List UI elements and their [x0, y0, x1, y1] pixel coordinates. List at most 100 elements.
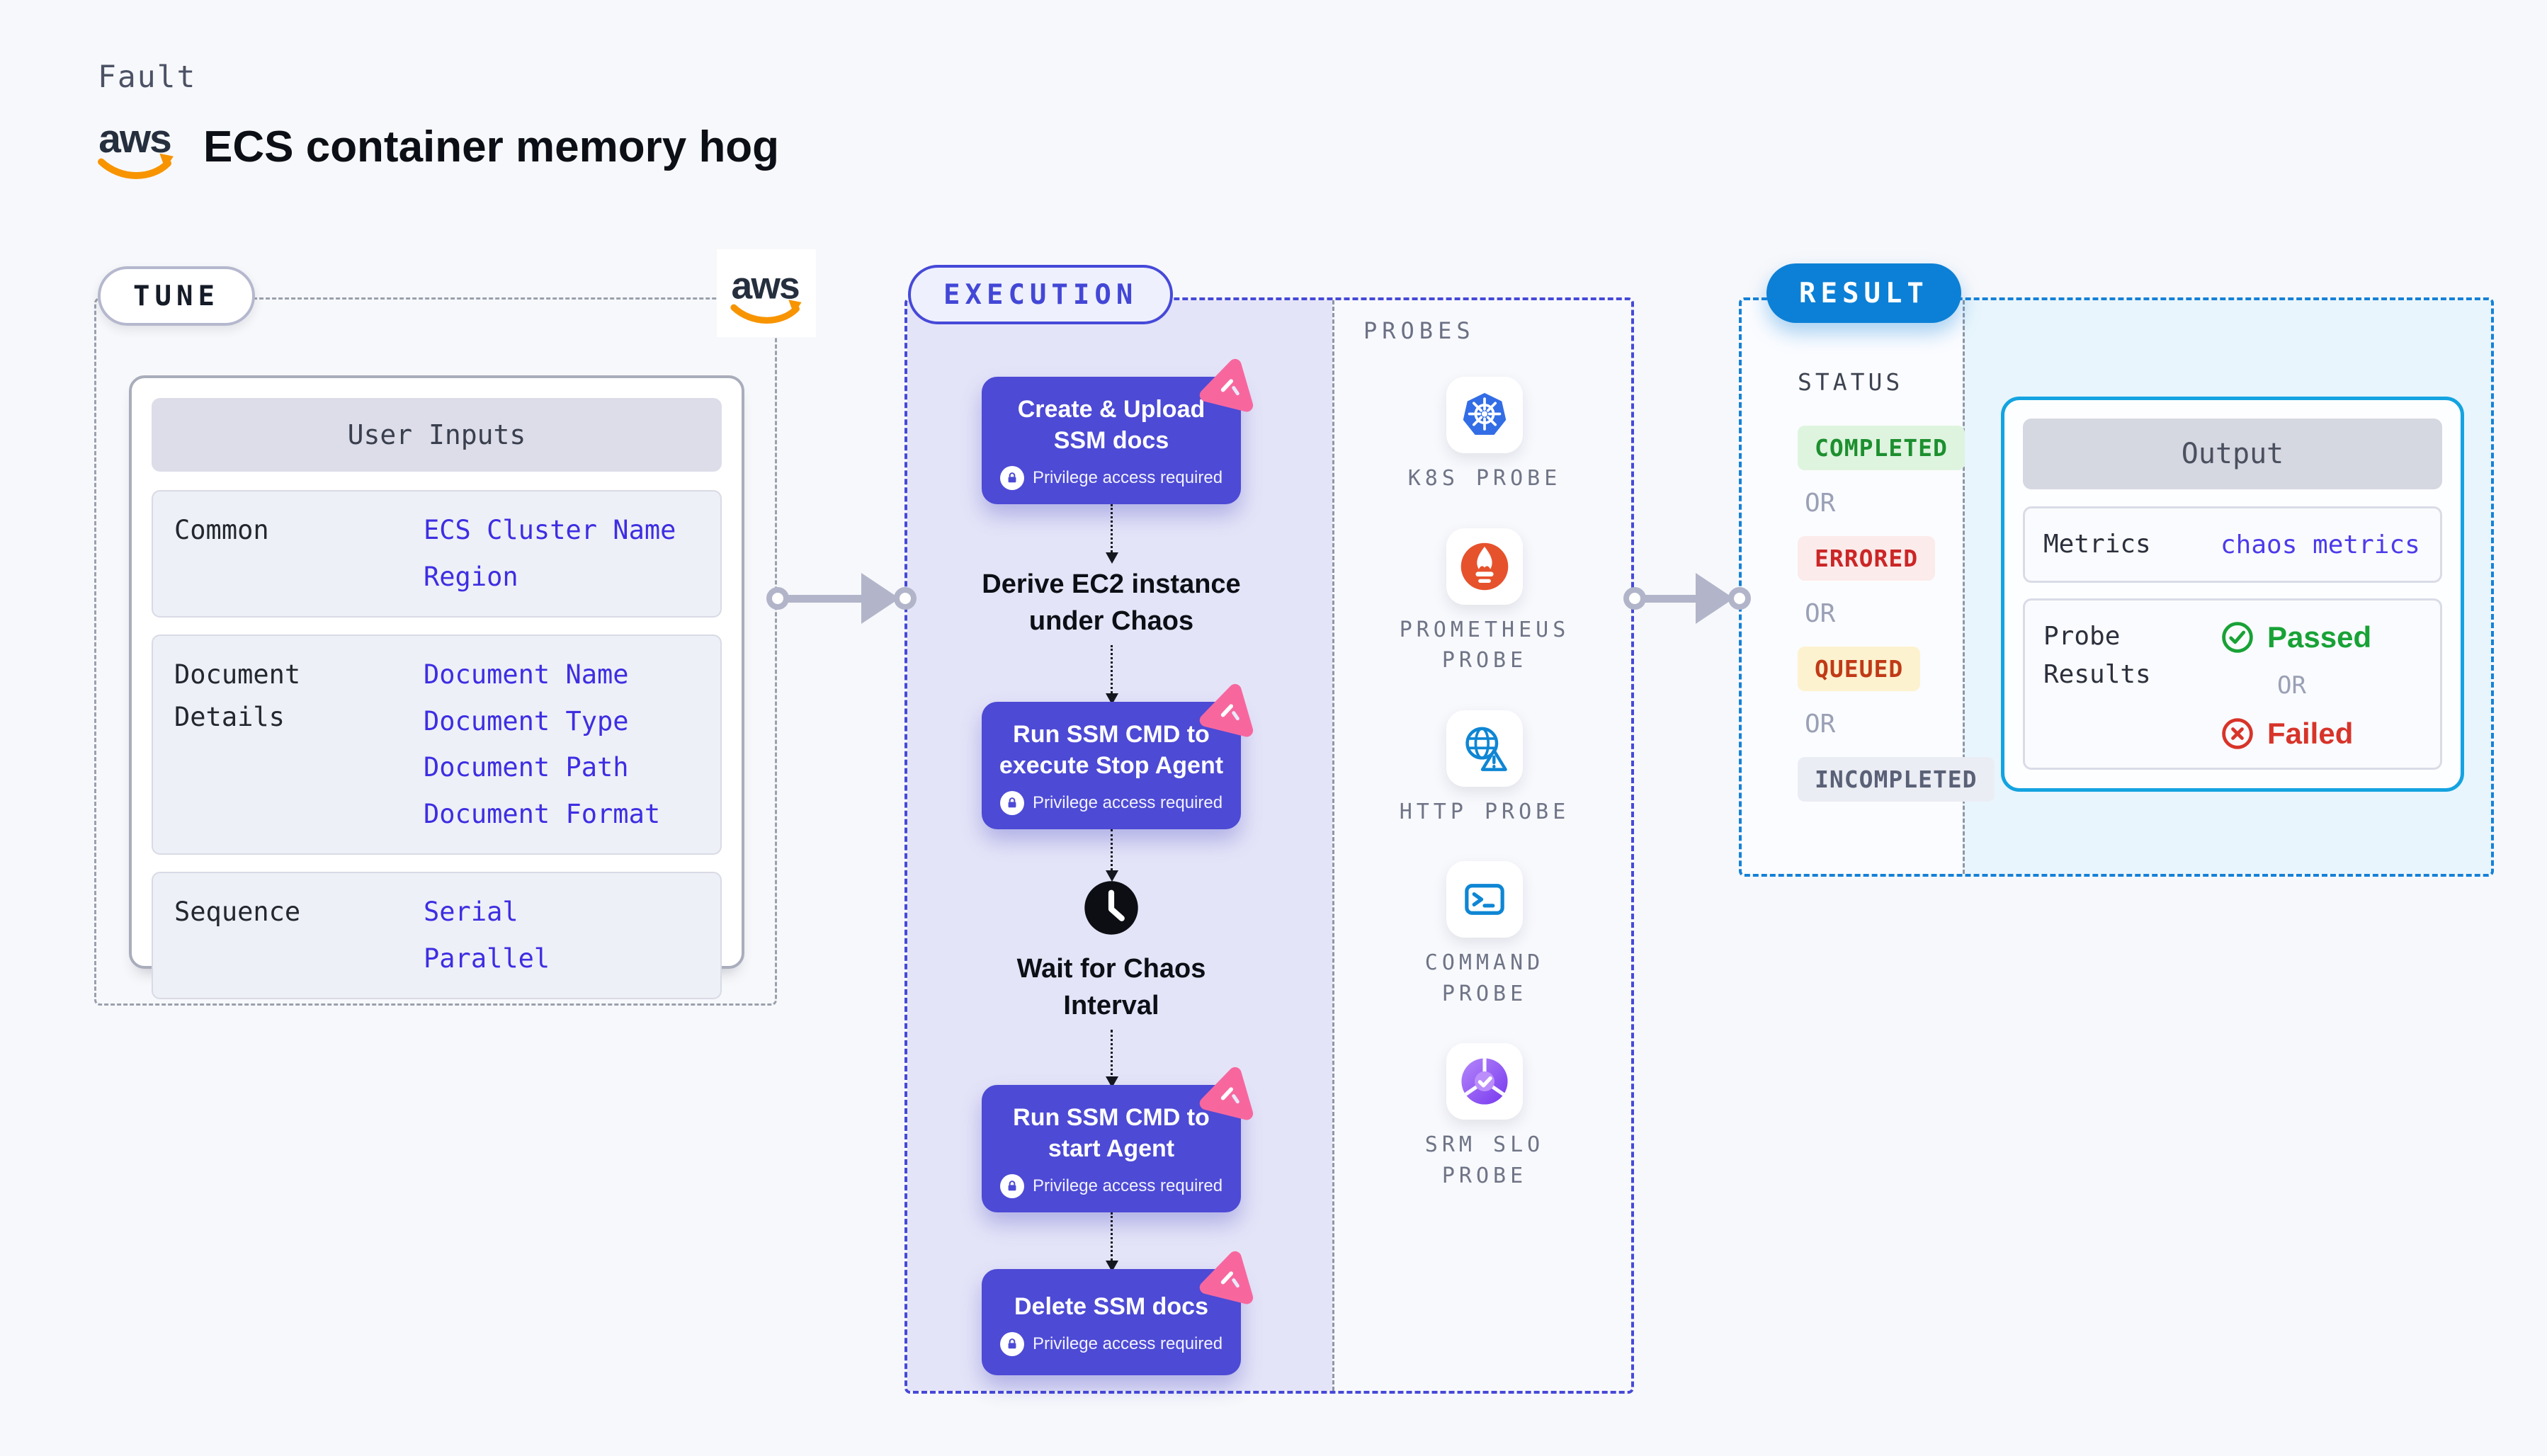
input-value: Document Path [424, 752, 629, 783]
probe-icon-card [1446, 861, 1523, 938]
input-value: Serial [424, 897, 518, 928]
flow-arrow-down [1105, 829, 1118, 882]
probe-icon-card [1446, 377, 1523, 453]
tune-badge: TUNE [98, 266, 255, 326]
input-value: Region [424, 561, 518, 592]
aws-smile-swoosh [98, 158, 171, 179]
row-label: Sequence [174, 897, 301, 928]
execution-badge: EXECUTION [908, 265, 1174, 324]
probe-icon-card [1446, 1043, 1523, 1120]
input-value: Document Type [424, 705, 629, 736]
lock-icon [999, 791, 1024, 816]
passed-text: Passed [2267, 620, 2372, 654]
passed-verdict: Passed [2220, 620, 2371, 654]
probe-label: K8S PROBE [1407, 466, 1562, 491]
prometheus-icon [1460, 542, 1509, 590]
connector-ring [766, 587, 789, 610]
row-values: ECS Cluster Name Region [424, 507, 676, 601]
probe-prometheus: PROMETHEUS PROBE [1395, 528, 1574, 676]
row-values: Serial Parallel [424, 889, 550, 982]
metrics-label: Metrics [2043, 530, 2151, 559]
row-label: Document Details [174, 659, 301, 732]
step-card-run-ssm-start-agent: Run SSM CMD to start Agent Privilege acc… [982, 1067, 1254, 1213]
check-circle-icon [2222, 622, 2253, 653]
step-wait-for-chaos-interval: Wait for Chaos Interval [991, 879, 1232, 1030]
connector-shaft [786, 594, 864, 603]
or-separator: OR [1805, 710, 1836, 739]
connector-arrowhead [1696, 573, 1734, 624]
input-value: Document Format [424, 799, 661, 830]
probe-icon-card [1446, 528, 1523, 605]
connector-ring [894, 587, 917, 610]
probes-list: K8S PROBE PROMETHEUS PROBE [1395, 377, 1574, 1191]
or-separator: OR [1805, 599, 1836, 628]
privilege-text: Privilege access required [1032, 793, 1223, 813]
flow-arrow-down [1105, 1212, 1118, 1273]
x-circle-icon [2222, 718, 2253, 749]
probe-command: COMMAND PROBE [1395, 861, 1574, 1009]
connector-arrowhead [861, 573, 900, 624]
status-list: STATUS COMPLETED OR ERRORED OR QUEUED OR… [1798, 368, 1995, 802]
probe-icon-card [1446, 710, 1523, 787]
step-card-create-upload-ssm-docs: Create & Upload SSM docs Privilege acces… [982, 358, 1254, 505]
title-row: aws ECS container memory hog [94, 112, 779, 181]
or-separator: OR [2277, 671, 2306, 700]
execution-to-result-arrow [1623, 572, 1751, 625]
table-row-document-details: Document Details Document Name Document … [152, 634, 722, 855]
status-badge-errored: ERRORED [1798, 536, 1936, 581]
step-title: Wait for Chaos Interval [1016, 954, 1206, 1020]
probes-panel [1332, 300, 1631, 1391]
row-label: Common [174, 515, 269, 545]
privilege-note: Privilege access required [996, 1174, 1227, 1199]
row-values: Document Name Document Type Document Pat… [424, 652, 660, 838]
step-title: Create & Upload SSM docs [1017, 396, 1206, 455]
status-heading: STATUS [1798, 368, 1904, 396]
aws-logo-icon: aws [98, 117, 174, 179]
step-title: Run SSM CMD to start Agent [1013, 1103, 1210, 1163]
page-title: ECS container memory hog [203, 122, 780, 171]
table-row-sequence: Sequence Serial Parallel [152, 872, 722, 999]
kubernetes-icon [1463, 392, 1507, 435]
probe-results-label: Probe Results [2043, 622, 2151, 689]
srm-slo-icon [1461, 1058, 1508, 1105]
metrics-value: chaos metrics [2220, 530, 2420, 559]
failed-verdict: Failed [2220, 717, 2371, 751]
flow-arrow-down [1105, 644, 1118, 705]
privilege-text: Privilege access required [1032, 1334, 1223, 1354]
user-inputs-header: User Inputs [152, 398, 722, 472]
failed-text: Failed [2267, 717, 2354, 750]
lock-icon [999, 1332, 1024, 1357]
or-separator: OR [1805, 489, 1836, 518]
aws-logo-text: aws [98, 117, 171, 161]
tune-section-box [94, 297, 777, 1006]
input-value: Document Name [424, 659, 629, 690]
result-badge: RESULT [1766, 263, 1961, 323]
step-title: Run SSM CMD to execute Stop Agent [999, 720, 1224, 780]
lock-icon [999, 1174, 1024, 1199]
connector-ring [1728, 587, 1751, 610]
tune-to-execution-arrow [766, 572, 917, 625]
connector-ring [1623, 587, 1646, 610]
chaos-experiment-icon [1199, 1251, 1254, 1304]
chaos-experiment-icon [1199, 1067, 1254, 1120]
privilege-text: Privilege access required [1032, 1176, 1223, 1196]
terminal-icon [1465, 884, 1504, 915]
step-card-delete-ssm-docs: Delete SSM docs Privilege access require… [982, 1251, 1254, 1376]
privilege-note: Privilege access required [996, 1332, 1227, 1357]
input-value: ECS Cluster Name [424, 515, 676, 545]
probe-label: COMMAND PROBE [1424, 950, 1545, 1006]
probe-srm-slo: SRM SLO PROBE [1395, 1043, 1574, 1191]
probe-label: SRM SLO PROBE [1424, 1132, 1545, 1188]
probe-results-row: Probe Results Passed OR Failed [2023, 598, 2442, 770]
privilege-text: Privilege access required [1032, 468, 1223, 488]
aws-smile-swoosh [730, 304, 800, 324]
privilege-note: Privilege access required [996, 466, 1227, 491]
flow-arrow-down [1105, 1029, 1118, 1088]
step-card-run-ssm-stop-agent: Run SSM CMD to execute Stop Agent Privil… [982, 683, 1254, 830]
probes-heading: PROBES [1363, 317, 1475, 344]
execution-steps: Create & Upload SSM docs Privilege acces… [963, 358, 1260, 1376]
aws-smile-arrow-tip [159, 153, 174, 169]
input-value: Parallel [424, 943, 550, 974]
privilege-note: Privilege access required [996, 791, 1227, 816]
probe-k8s: K8S PROBE [1408, 377, 1562, 494]
